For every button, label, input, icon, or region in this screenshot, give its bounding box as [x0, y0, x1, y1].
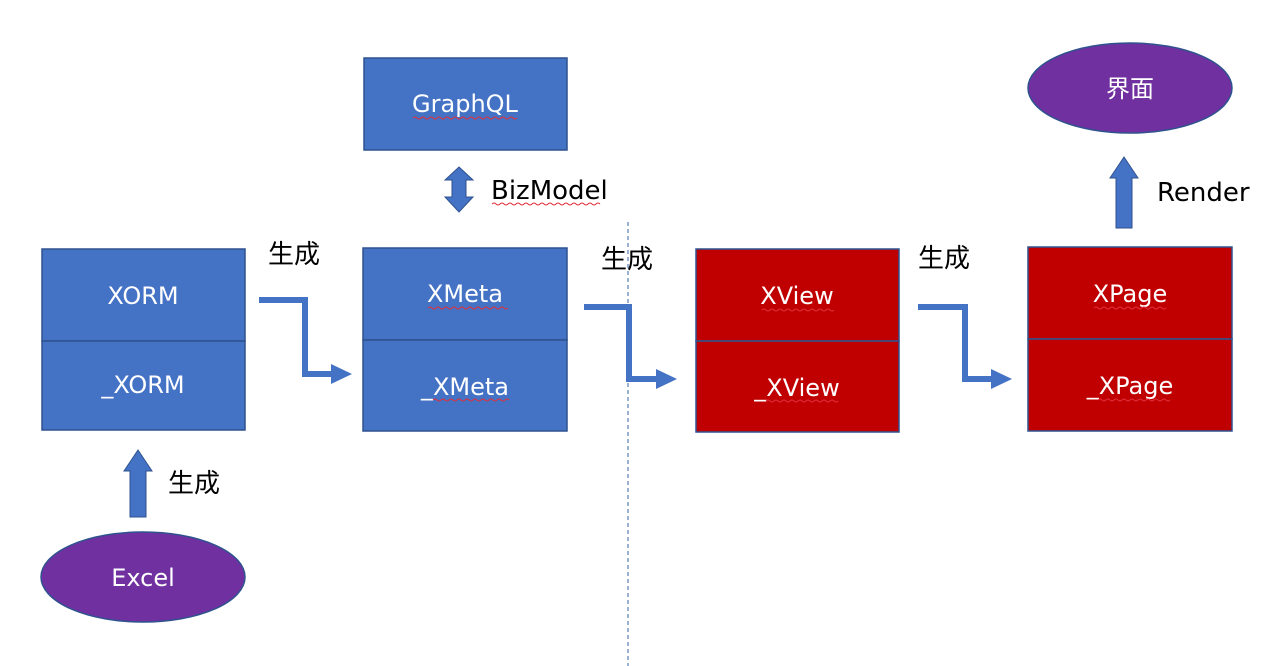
- generate-label-0: 生成: [168, 469, 220, 499]
- excel-label: Excel: [111, 564, 175, 592]
- bizmodel-label: BizModel: [491, 176, 608, 206]
- generate-label-1: 生成: [268, 240, 320, 270]
- xorm-sub-label: _XORM: [100, 371, 184, 399]
- xpage-node: XPage _XPage: [1027, 246, 1233, 432]
- xorm-to-xmeta-arrow: [259, 297, 352, 384]
- spellcheck-underline: [1093, 306, 1167, 310]
- xmeta-node: XMeta _XMeta: [362, 247, 568, 432]
- bizmodel-arrow: [443, 166, 475, 213]
- xmeta-to-xview-arrow: [584, 304, 677, 389]
- spellcheck-underline: [765, 399, 839, 403]
- xpage-label: XPage: [1093, 280, 1168, 308]
- xorm-node: XORM _XORM: [41, 248, 246, 431]
- spellcheck-underline: [1097, 398, 1171, 402]
- excel-ellipse-node: Excel: [40, 531, 246, 623]
- xorm-label: XORM: [107, 282, 178, 310]
- graphql-node: GraphQL: [363, 57, 568, 151]
- generate-label-2: 生成: [601, 245, 653, 275]
- xview-sub-label: _XView: [753, 374, 839, 402]
- spellcheck-underline: [427, 306, 509, 310]
- xview-label: XView: [760, 282, 833, 310]
- excel-to-xorm-arrow: [123, 449, 153, 518]
- xmeta-sub-label: _XMeta: [420, 373, 509, 401]
- xview-to-xpage-arrow: [918, 304, 1012, 389]
- generate-label-3: 生成: [918, 244, 970, 274]
- xmeta-label: XMeta: [427, 280, 503, 308]
- render-label: Render: [1157, 178, 1250, 208]
- spellcheck-underline: [491, 202, 601, 206]
- spellcheck-underline: [761, 308, 835, 312]
- graphql-label: GraphQL: [412, 90, 519, 118]
- ui-label: 界面: [1106, 75, 1154, 103]
- xpage-sub-label: _XPage: [1086, 372, 1174, 400]
- xview-node: XView _XView: [695, 248, 900, 433]
- spellcheck-underline: [432, 398, 510, 402]
- ui-ellipse-node: 界面: [1027, 42, 1233, 134]
- render-arrow: [1109, 156, 1139, 229]
- spellcheck-underline: [412, 116, 518, 120]
